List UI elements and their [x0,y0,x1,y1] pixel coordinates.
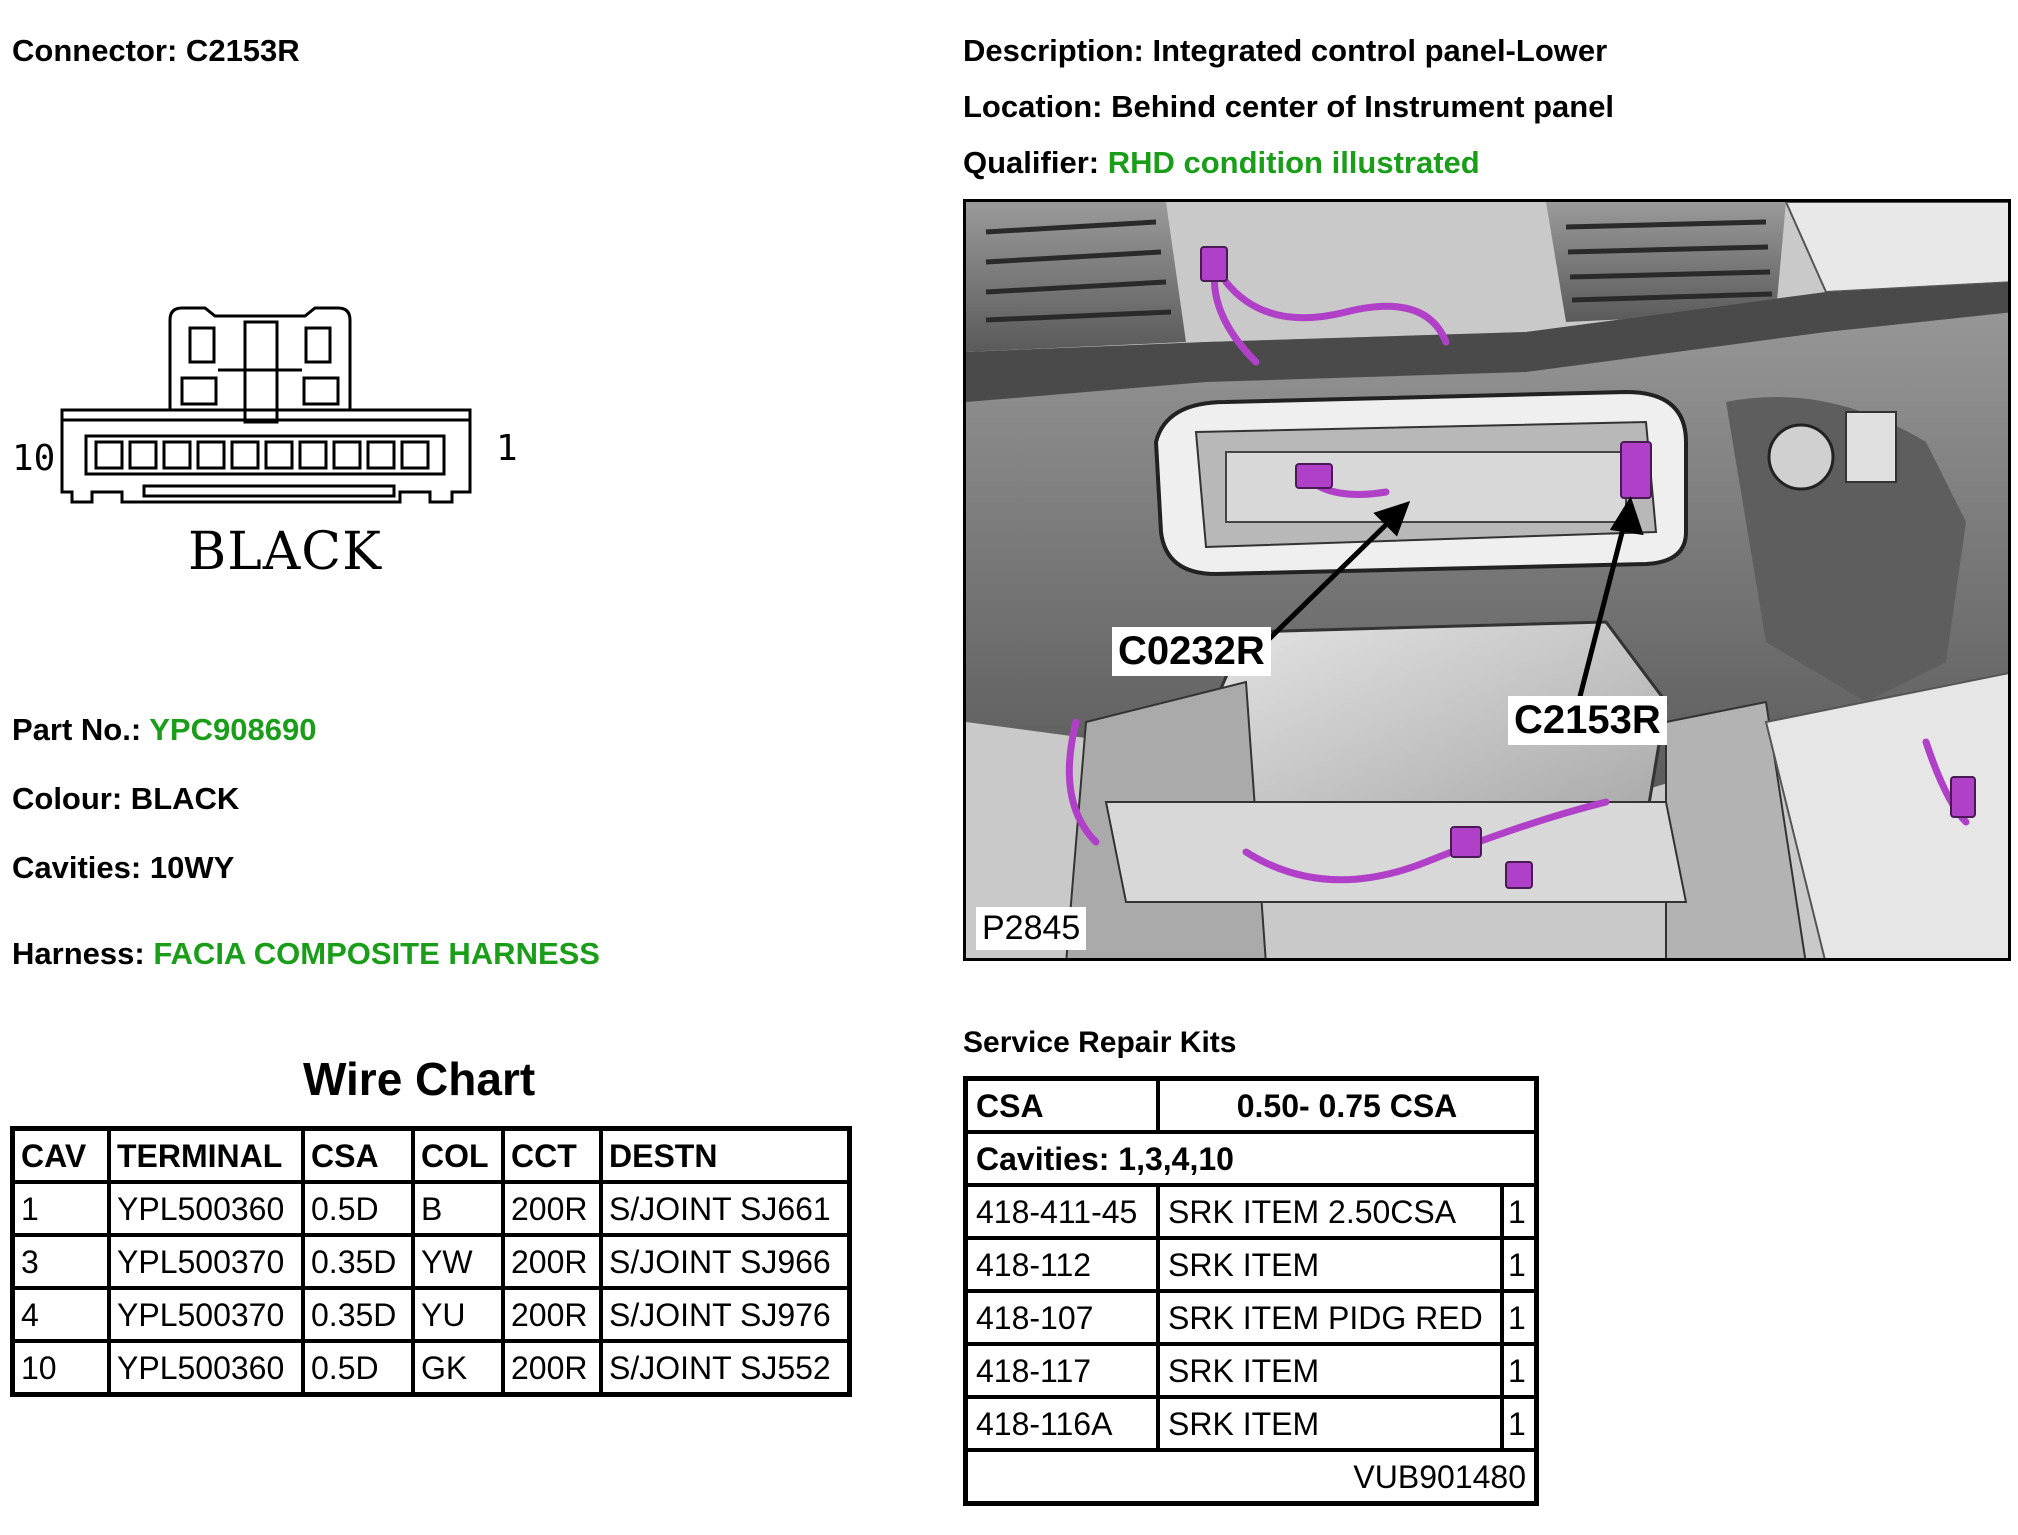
cell-terminal: YPL500360 [107,1339,305,1397]
cell-terminal: YPL500360 [107,1180,305,1237]
cavities-label: Cavities: 10WY [12,850,235,885]
cell-terminal: YPL500370 [107,1233,305,1290]
table-row: 418-107 SRK ITEM PIDG RED 1 [963,1289,1539,1346]
wire-chart-title: Wire Chart [303,1053,536,1105]
cell-csa: 0.5D [301,1180,415,1237]
csa-key: CSA [963,1076,1160,1134]
csa-row: CSA 0.50- 0.75 CSA [963,1076,1539,1134]
header-cct: CCT [501,1126,603,1184]
kit-qty: 1 [1500,1289,1539,1346]
kit-qty: 1 [1500,1395,1539,1452]
cell-csa: 0.5D [301,1339,415,1397]
cell-col: YW [411,1233,505,1290]
qualifier-value: RHD condition illustrated [1107,145,1480,180]
cell-col: GK [411,1339,505,1397]
harness-label: Harness: FACIA COMPOSITE HARNESS [12,936,600,972]
kit-part: 418-116A [963,1395,1160,1452]
kit-part: 418-112 [963,1236,1160,1293]
pin-number-right: 1 [496,428,518,469]
table-row: 10 YPL500360 0.5D GK 200R S/JOINT SJ552 [10,1339,852,1397]
cell-destn: S/JOINT SJ661 [599,1180,852,1237]
part-number-key: Part No.: [12,712,142,747]
table-row: 1 YPL500360 0.5D B 200R S/JOINT SJ661 [10,1180,852,1237]
kit-part: 418-117 [963,1342,1160,1399]
description-label: Description: Integrated control panel-Lo… [963,33,1608,68]
cell-destn: S/JOINT SJ966 [599,1233,852,1290]
srk-cavities: Cavities: 1,3,4,10 [963,1130,1539,1187]
wire-chart: CAV TERMINAL CSA COL CCT DESTN 1 YPL5003… [10,1126,852,1397]
dashboard-illustration [966,202,2008,958]
cell-csa: 0.35D [301,1286,415,1343]
cell-csa: 0.35D [301,1233,415,1290]
kit-part: 418-411-45 [963,1183,1160,1240]
wire-chart-header-row: CAV TERMINAL CSA COL CCT DESTN [10,1126,852,1184]
table-row: 4 YPL500370 0.35D YU 200R S/JOINT SJ976 [10,1286,852,1343]
service-kits-table: CSA 0.50- 0.75 CSA Cavities: 1,3,4,10 41… [963,1076,1539,1506]
cell-col: YU [411,1286,505,1343]
wire-chart-table: CAV TERMINAL CSA COL CCT DESTN 1 YPL5003… [10,1126,852,1397]
kit-item: SRK ITEM [1156,1395,1504,1452]
qualifier-label: Qualifier: RHD condition illustrated [963,145,1480,181]
cell-terminal: YPL500370 [107,1286,305,1343]
kit-part: 418-107 [963,1289,1160,1346]
table-row: 418-116A SRK ITEM 1 [963,1395,1539,1452]
kit-qty: 1 [1500,1236,1539,1293]
cell-cav: 10 [10,1339,111,1397]
harness-value: FACIA COMPOSITE HARNESS [153,936,600,971]
header-col: COL [411,1126,505,1184]
cell-cav: 1 [10,1180,111,1237]
table-row: 418-117 SRK ITEM 1 [963,1342,1539,1399]
kit-footer-code: VUB901480 [963,1448,1539,1506]
pin-number-left: 10 [12,438,56,479]
service-kits: CSA 0.50- 0.75 CSA Cavities: 1,3,4,10 41… [963,1076,1539,1506]
connector-colour-text: BLACK [188,522,382,582]
location-label: Location: Behind center of Instrument pa… [963,89,1615,124]
table-row: 418-112 SRK ITEM 1 [963,1236,1539,1293]
kit-qty: 1 [1500,1183,1539,1240]
footer-row: VUB901480 [963,1448,1539,1506]
kit-item: SRK ITEM [1156,1342,1504,1399]
qualifier-key: Qualifier: [963,145,1100,180]
cell-cct: 200R [501,1286,603,1343]
service-kits-title: Service Repair Kits [963,1026,1237,1059]
kit-item: SRK ITEM PIDG RED [1156,1289,1504,1346]
callout-c0232r: C0232R [1112,627,1271,676]
part-number: Part No.: YPC908690 [12,712,316,748]
cell-destn: S/JOINT SJ976 [599,1286,852,1343]
header-terminal: TERMINAL [107,1126,305,1184]
cell-cct: 200R [501,1180,603,1237]
figure-code: P2845 [976,907,1087,950]
cell-destn: S/JOINT SJ552 [599,1339,852,1397]
table-row: 418-411-45 SRK ITEM 2.50CSA 1 [963,1183,1539,1240]
cell-cct: 200R [501,1339,603,1397]
cell-cav: 4 [10,1286,111,1343]
connector-diagram: 10 1 BLACK [10,300,520,590]
colour-label: Colour: BLACK [12,781,240,816]
cavities-row: Cavities: 1,3,4,10 [963,1130,1539,1187]
part-number-value: YPC908690 [149,712,317,747]
kit-qty: 1 [1500,1342,1539,1399]
callout-c2153r: C2153R [1508,696,1667,745]
harness-key: Harness: [12,936,145,971]
kit-item: SRK ITEM 2.50CSA [1156,1183,1504,1240]
connector-face-icon [60,306,472,504]
csa-value: 0.50- 0.75 CSA [1156,1076,1539,1134]
connector-label: Connector: C2153R [12,33,300,68]
cell-cct: 200R [501,1233,603,1290]
cell-col: B [411,1180,505,1237]
header-destn: DESTN [599,1126,852,1184]
table-row: 3 YPL500370 0.35D YW 200R S/JOINT SJ966 [10,1233,852,1290]
location-photo: C0232R C2153R P2845 [963,199,2011,961]
kit-item: SRK ITEM [1156,1236,1504,1293]
header-csa: CSA [301,1126,415,1184]
header-cav: CAV [10,1126,111,1184]
cell-cav: 3 [10,1233,111,1290]
